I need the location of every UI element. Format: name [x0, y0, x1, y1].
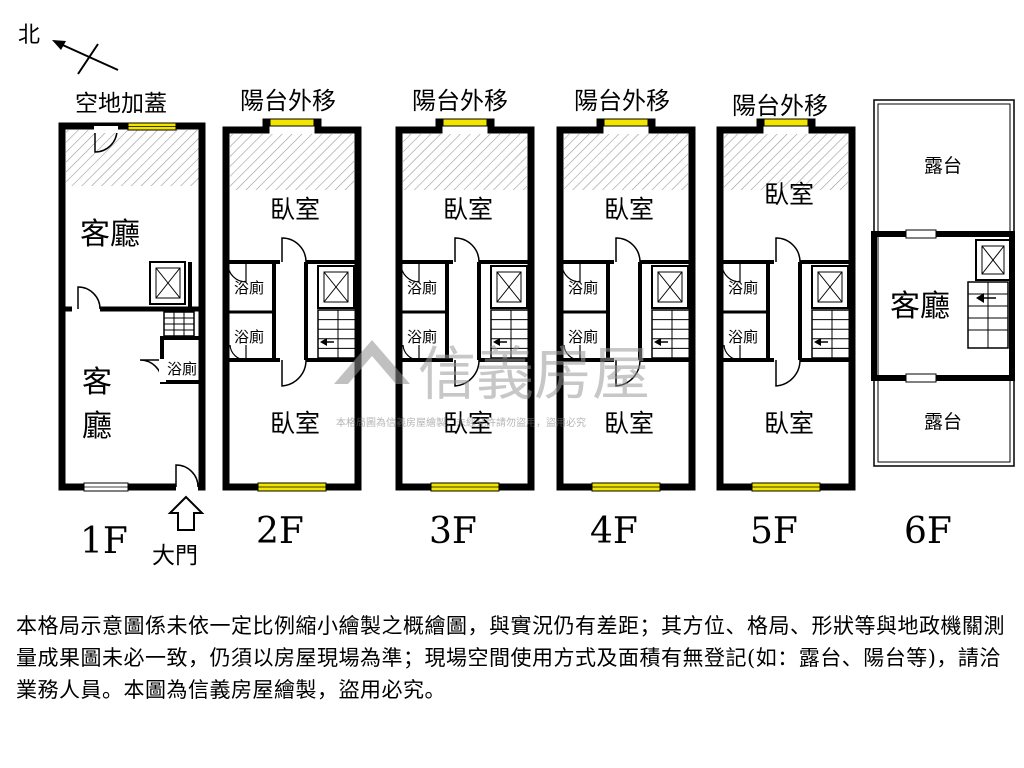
- floor-label: 2F: [256, 511, 304, 552]
- entrance-arrow-icon: [167, 495, 205, 531]
- floor-label: 6F: [904, 511, 952, 552]
- brand-logo-icon: [334, 340, 410, 384]
- floor-1f-top-label: 空地加蓋: [75, 91, 167, 117]
- floor-plan-svg: 北 空地加蓋: [18, 23, 1015, 569]
- floor-1f-top-label: 陽台外移: [240, 87, 336, 115]
- floor-6f-room-walls: [871, 231, 1015, 381]
- room-label: 浴廁: [728, 328, 758, 346]
- stairs-direction-icon: [320, 338, 327, 346]
- floor-3f-top-label: 陽台外移: [574, 87, 670, 115]
- door-swing-icon: [229, 344, 247, 361]
- room-label: 浴廁: [234, 279, 264, 297]
- room-label: 浴廁: [568, 328, 598, 346]
- floor-label: 1F: [80, 521, 128, 562]
- window-icon: [905, 229, 937, 239]
- floor-4f-top-label: 陽台外移: [732, 92, 828, 120]
- window-icon: [442, 118, 488, 127]
- door-swing-icon: [563, 344, 581, 361]
- room-label: 露台: [924, 155, 962, 177]
- floor-6f-plan: 露台 客廳 露台 6F: [871, 99, 1015, 552]
- door-swing-icon: [615, 237, 641, 263]
- room-label: 廳: [82, 409, 112, 444]
- watermark: 信義房屋 本格局圖為信義房屋繪製，未經允許請勿盜用，盜用必究: [334, 340, 650, 429]
- floor-label: 5F: [750, 511, 798, 552]
- room-label: 客: [82, 365, 112, 400]
- arrow-head-icon: [52, 40, 66, 50]
- door-swing-icon: [281, 237, 307, 263]
- floor-2f-top-label: 陽台外移: [412, 87, 508, 115]
- watermark-notice: 本格局圖為信義房屋繪製，未經允許請勿盜用，盜用必究: [336, 416, 586, 429]
- disclaimer-text: 本格局示意圖係未依一定比例縮小繪製之概繪圖，與實況仍有差距；其方位、格局、形狀等…: [16, 614, 1005, 702]
- watermark-brand: 信義房屋: [418, 340, 650, 408]
- stairs-direction-icon: [814, 338, 821, 346]
- door-swing-icon: [281, 359, 307, 387]
- room-label: 浴廁: [407, 279, 437, 297]
- floor-label: 4F: [590, 511, 638, 552]
- added-cover-hatch: [66, 130, 202, 186]
- door-swing-icon: [402, 344, 420, 361]
- room-label: 浴廁: [568, 279, 598, 297]
- room-label: 臥室: [604, 409, 654, 438]
- door-swing-icon: [723, 344, 741, 361]
- window-icon: [603, 118, 649, 127]
- window-icon: [905, 373, 937, 383]
- window-icon: [269, 118, 315, 127]
- north-compass: 北: [18, 23, 119, 75]
- room-label: 客廳: [890, 289, 950, 324]
- room-label: 客廳: [80, 217, 140, 252]
- compass-cross-line: [77, 43, 99, 75]
- north-label: 北: [18, 23, 40, 48]
- entrance-door-icon: [175, 464, 199, 488]
- door-swing-icon: [400, 262, 420, 283]
- door-swing-icon: [615, 359, 641, 387]
- door-swing-icon: [77, 286, 101, 310]
- door-swing-icon: [775, 237, 801, 263]
- door-swing-icon: [94, 129, 118, 153]
- room-label: 露台: [924, 411, 962, 433]
- room-label: 浴廁: [234, 328, 264, 346]
- floor-label: 3F: [429, 511, 477, 552]
- room-label: 浴廁: [167, 360, 197, 378]
- room-label: 臥室: [443, 409, 493, 438]
- room-label: 臥室: [270, 195, 320, 224]
- balcony-hatch: [564, 134, 688, 190]
- door-swing-icon: [227, 262, 247, 283]
- door-swing-icon: [561, 262, 581, 283]
- middle-floors-group: 臥室浴廁浴廁臥室陽台外移2F臥室浴廁浴廁臥室陽台外移3F臥室浴廁浴廁臥室陽台外移…: [222, 87, 856, 552]
- stairs-direction-icon: [493, 338, 500, 346]
- room-label: 臥室: [443, 195, 493, 224]
- room-label: 臥室: [764, 409, 814, 438]
- door-swing-icon: [454, 237, 480, 263]
- room-label: 臥室: [764, 180, 814, 209]
- room-label: 臥室: [270, 409, 320, 438]
- door-swing-icon: [775, 359, 801, 387]
- room-label: 浴廁: [728, 279, 758, 297]
- room-label: 浴廁: [407, 328, 437, 346]
- room-label: 臥室: [604, 195, 654, 224]
- balcony-hatch: [403, 134, 527, 190]
- door-swing-icon: [721, 262, 741, 283]
- door-swing-icon: [139, 359, 163, 383]
- door-swing-icon: [454, 359, 480, 387]
- stairs-direction-icon: [654, 338, 661, 346]
- north-arrow-icon: [55, 41, 119, 71]
- balcony-hatch: [724, 134, 848, 190]
- window-icon: [763, 118, 809, 127]
- entrance-label: 大門: [152, 543, 198, 569]
- balcony-hatch: [230, 134, 354, 190]
- floor-1f-plan: 空地加蓋 客廳 客: [58, 91, 206, 569]
